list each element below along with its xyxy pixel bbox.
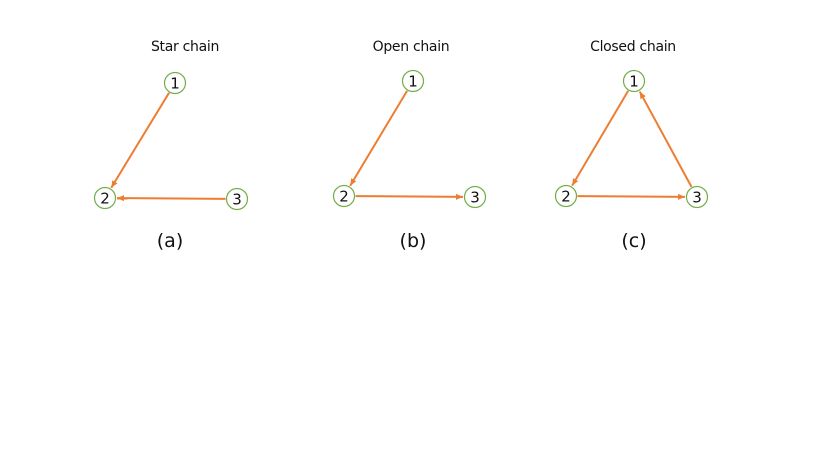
svg-text:2: 2 (561, 188, 571, 206)
edge-2-to-3 (577, 193, 686, 200)
node-3: 3 (225, 187, 249, 211)
svg-text:3: 3 (232, 191, 242, 209)
edge-1-to-2 (571, 90, 630, 187)
edge-1-to-2 (110, 92, 170, 189)
panel-title: Open chain (373, 39, 450, 55)
panel-title: Closed chain (590, 39, 676, 55)
panel-caption: (a) (157, 230, 183, 252)
panel-open-chain: Open chain 1 2 3 (b) (332, 39, 487, 252)
node-2: 2 (93, 186, 117, 210)
node-3: 3 (463, 185, 487, 209)
edge-3-to-2 (116, 195, 226, 202)
panel-caption: (c) (621, 230, 646, 252)
panel-caption: (b) (400, 230, 427, 252)
svg-text:3: 3 (470, 189, 480, 207)
svg-text:3: 3 (692, 189, 702, 207)
svg-text:2: 2 (339, 188, 349, 206)
svg-text:1: 1 (629, 73, 639, 91)
edge-layer (110, 92, 226, 202)
edge-layer (571, 90, 693, 200)
edge-layer (349, 90, 464, 200)
node-2: 2 (332, 184, 356, 208)
node-3: 3 (685, 185, 709, 209)
svg-text:1: 1 (408, 73, 418, 91)
node-1: 1 (622, 69, 646, 93)
panel-closed-chain: Closed chain 1 2 3 (c) (554, 39, 709, 252)
node-1: 1 (163, 71, 187, 95)
edge-3-to-1 (638, 91, 693, 188)
node-2: 2 (554, 184, 578, 208)
svg-text:2: 2 (100, 190, 110, 208)
panel-star-chain: Star chain 1 2 3 (a) (93, 39, 249, 252)
edge-2-to-3 (355, 193, 464, 200)
edge-1-to-2 (349, 90, 408, 187)
node-1: 1 (401, 69, 425, 93)
panel-title: Star chain (151, 39, 219, 55)
svg-text:1: 1 (170, 75, 180, 93)
